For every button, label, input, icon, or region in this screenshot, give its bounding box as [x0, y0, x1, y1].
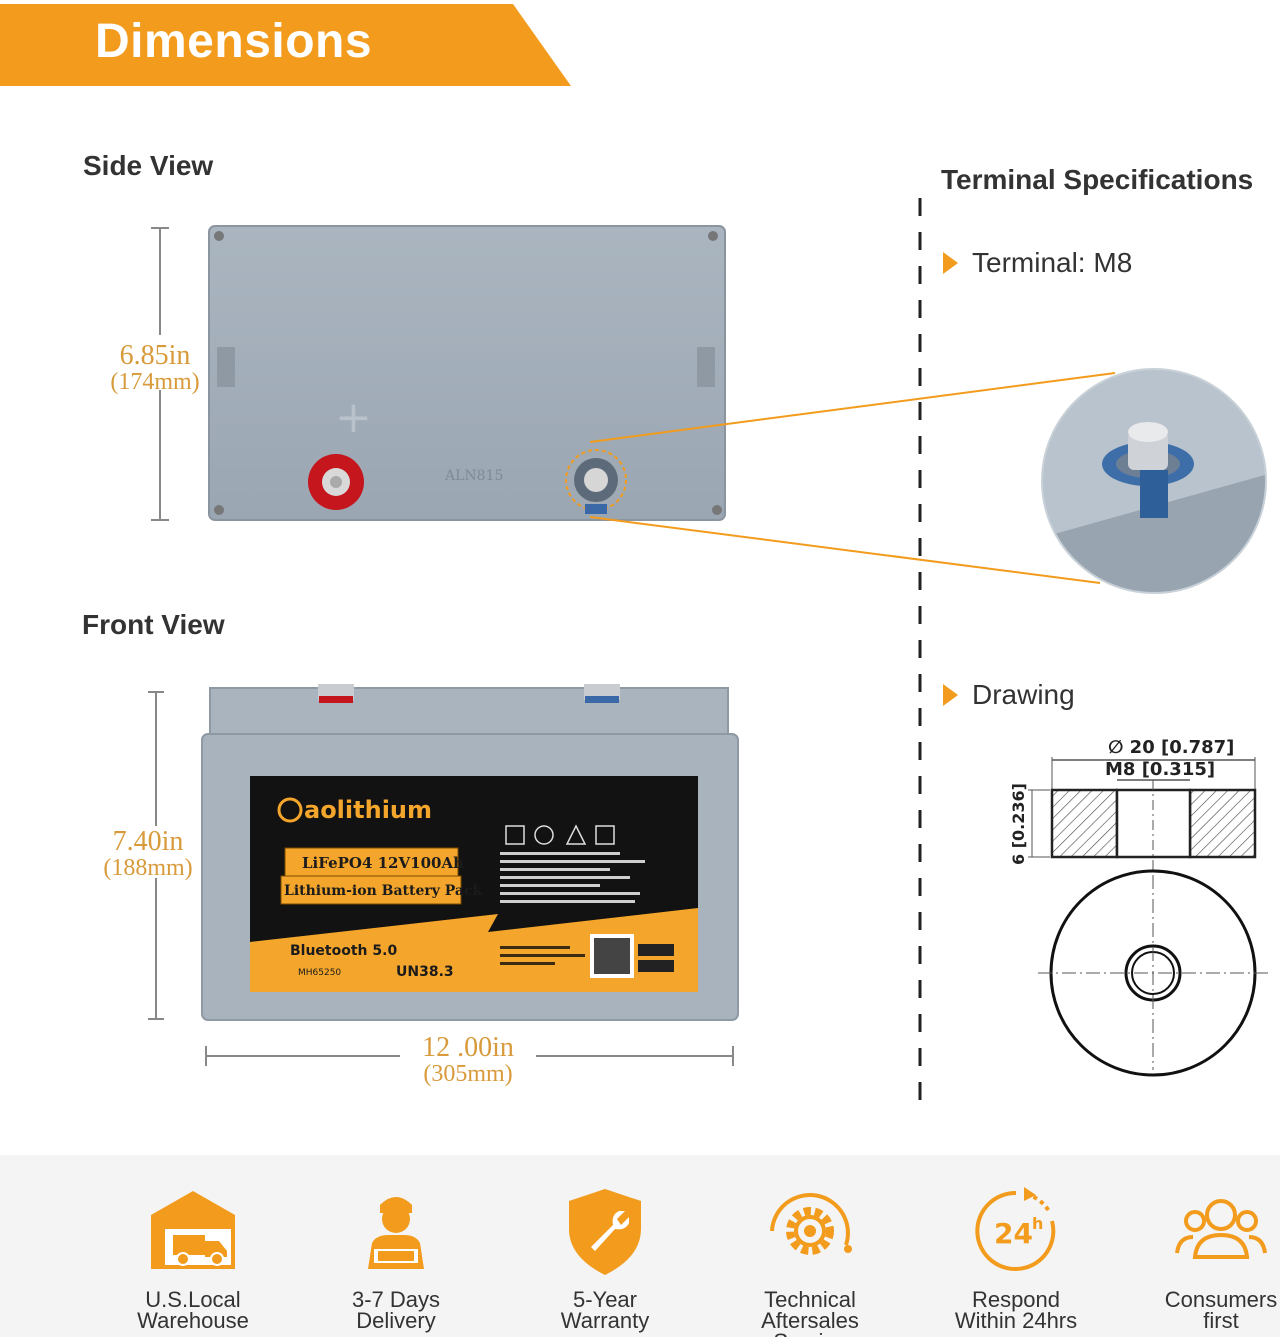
- gear-service-icon: [770, 1193, 852, 1255]
- feature-label-line1: U.S.Local: [145, 1287, 241, 1312]
- battery-top-view: + ALN815: [208, 225, 726, 521]
- feature-label-line1: Consumers: [1164, 1287, 1278, 1312]
- un-cert-text: UN38.3: [396, 964, 454, 980]
- banner-title: Dimensions: [95, 15, 373, 68]
- feature-label-line1: Respond: [971, 1287, 1061, 1312]
- terminal-callout-lines: [589, 372, 1116, 584]
- shield-wrench-icon: [569, 1189, 641, 1275]
- feature-label-line2: Warranty: [560, 1308, 650, 1333]
- bullet-triangle-icon: [943, 252, 958, 274]
- terminal-spec-text: Terminal: M8: [972, 247, 1133, 278]
- side-view-title: Side View: [83, 150, 214, 181]
- svg-text:+: +: [335, 392, 372, 443]
- 24h-clock-icon: 24 h: [975, 1187, 1056, 1271]
- bluetooth-text: Bluetooth 5.0: [290, 943, 397, 959]
- front-view-title: Front View: [82, 609, 225, 640]
- drawing-spec-item: Drawing: [943, 679, 1075, 711]
- delivery-person-icon: [368, 1197, 424, 1269]
- ul-mark-text: MH65250: [298, 968, 341, 978]
- front-width-mm: (305mm): [423, 1061, 513, 1087]
- battery-front-view: aolithium LiFePO4 12V100Ah Lithium-ion B…: [201, 684, 739, 1021]
- svg-text:24: 24: [994, 1217, 1033, 1250]
- side-height-in: 6.85in: [119, 340, 191, 371]
- front-height-dimension: 7.40in (188mm): [88, 826, 208, 881]
- feature-label-line2: Warehouse: [137, 1308, 249, 1333]
- brand-logo-text: aolithium: [304, 796, 432, 824]
- drawing-inner-dimension: M8 [0.315]: [1105, 759, 1215, 780]
- feature-label-line2: Delivery: [356, 1308, 436, 1333]
- feature-label-line1: Technical: [764, 1287, 856, 1312]
- drawing-height-dimension: 6 [0.236]: [1009, 783, 1028, 865]
- warehouse-truck-icon: [151, 1191, 235, 1269]
- battery-model-text: LiFePO4 12V100Ah: [302, 854, 464, 872]
- feature-label-line2: Aftersales Service: [761, 1308, 859, 1337]
- terminal-specs-title: Terminal Specifications: [941, 164, 1254, 195]
- front-width-in: 12 .00in: [422, 1032, 514, 1063]
- terminal-spec-item: Terminal: M8: [943, 247, 1132, 279]
- front-height-in: 7.40in: [112, 826, 184, 857]
- front-width-dimension: 12 .00in (305mm): [393, 1032, 543, 1087]
- terminal-zoom-image: [1041, 368, 1267, 594]
- feature-label-line2: first: [1203, 1308, 1239, 1333]
- svg-text:h: h: [1032, 1214, 1043, 1233]
- side-height-mm: (174mm): [110, 369, 200, 395]
- feature-label-line1: 5-Year: [572, 1287, 637, 1312]
- dimensions-banner: [0, 4, 571, 86]
- drawing-label: Drawing: [972, 679, 1075, 710]
- side-height-dimension: 6.85in (174mm): [95, 340, 215, 395]
- front-height-mm: (188mm): [103, 855, 193, 881]
- section-divider: [918, 198, 922, 1103]
- terminal-drawing: ∅ 20 [0.787] M8 [0.315] 6 [0.236]: [1009, 737, 1268, 1077]
- model-mark: ALN815: [444, 468, 503, 484]
- front-height-line: [148, 691, 164, 1020]
- bullet-triangle-icon: [943, 684, 958, 706]
- front-width-line: [205, 1046, 734, 1066]
- side-height-line: [151, 227, 169, 521]
- drawing-outer-dimension: ∅ 20 [0.787]: [1108, 737, 1234, 758]
- feature-label-line2: Within 24hrs: [954, 1308, 1078, 1333]
- feature-label-line1: 3-7 Days: [351, 1287, 441, 1312]
- people-icon: [1175, 1199, 1267, 1259]
- battery-type-text: Lithium-ion Battery Pack: [284, 883, 483, 899]
